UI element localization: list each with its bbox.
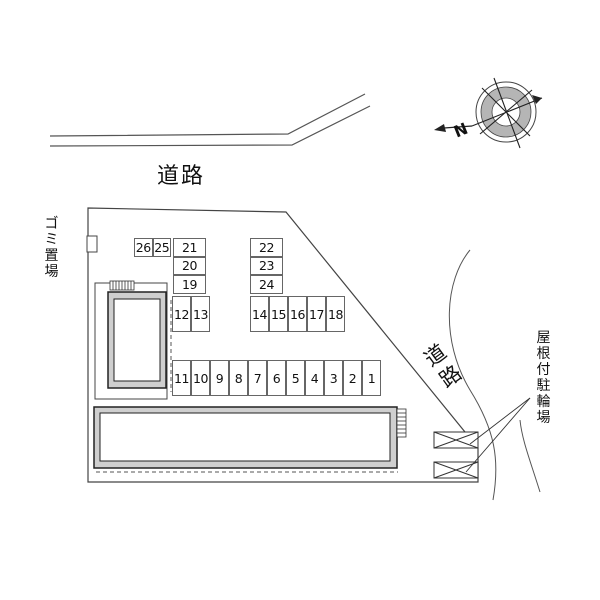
parking-space-16: 16 xyxy=(288,296,307,332)
building-left-inner xyxy=(113,298,161,382)
parking-space-7: 7 xyxy=(248,360,267,396)
parking-space-2: 2 xyxy=(343,360,362,396)
parking-space-26: 26 xyxy=(134,238,153,257)
garbage-area-label: ゴミ置場 xyxy=(44,216,59,280)
parking-space-20: 20 xyxy=(173,256,206,275)
parking-space-9: 9 xyxy=(210,360,229,396)
right-road-far-edge xyxy=(519,419,541,493)
parking-space-4: 4 xyxy=(305,360,324,396)
parking-space-23: 23 xyxy=(250,256,283,275)
parking-space-10: 10 xyxy=(191,360,210,396)
right-road-edge xyxy=(448,249,497,501)
compass-icon: N xyxy=(434,77,543,149)
parking-space-17: 17 xyxy=(307,296,326,332)
parking-space-18: 18 xyxy=(326,296,345,332)
bicycle-parking-label: 屋根付駐輪場 xyxy=(536,330,551,426)
parking-space-15: 15 xyxy=(269,296,288,332)
parking-space-24: 24 xyxy=(250,275,283,294)
parking-space-14: 14 xyxy=(250,296,269,332)
parking-space-21: 21 xyxy=(173,238,206,257)
parking-space-13: 13 xyxy=(191,296,210,332)
parking-space-1: 1 xyxy=(362,360,381,396)
parking-space-25: 25 xyxy=(152,238,171,257)
road-label-top: 道路 xyxy=(157,164,206,189)
bottom-stairs xyxy=(396,408,407,438)
left-stairs xyxy=(109,280,135,291)
parking-space-8: 8 xyxy=(229,360,248,396)
bicycle-pointer-lines xyxy=(465,397,531,473)
parking-space-3: 3 xyxy=(324,360,343,396)
building-bottom-inner xyxy=(99,412,391,462)
top-road xyxy=(49,93,371,147)
parking-space-6: 6 xyxy=(267,360,286,396)
parking-space-19: 19 xyxy=(173,275,206,294)
parking-space-11: 11 xyxy=(172,360,191,396)
compass-north-label: N xyxy=(451,119,471,142)
parking-space-12: 12 xyxy=(172,296,191,332)
parking-space-22: 22 xyxy=(250,238,283,257)
parking-space-5: 5 xyxy=(286,360,305,396)
bicycle-parking xyxy=(433,431,479,479)
garbage-box xyxy=(86,235,98,253)
